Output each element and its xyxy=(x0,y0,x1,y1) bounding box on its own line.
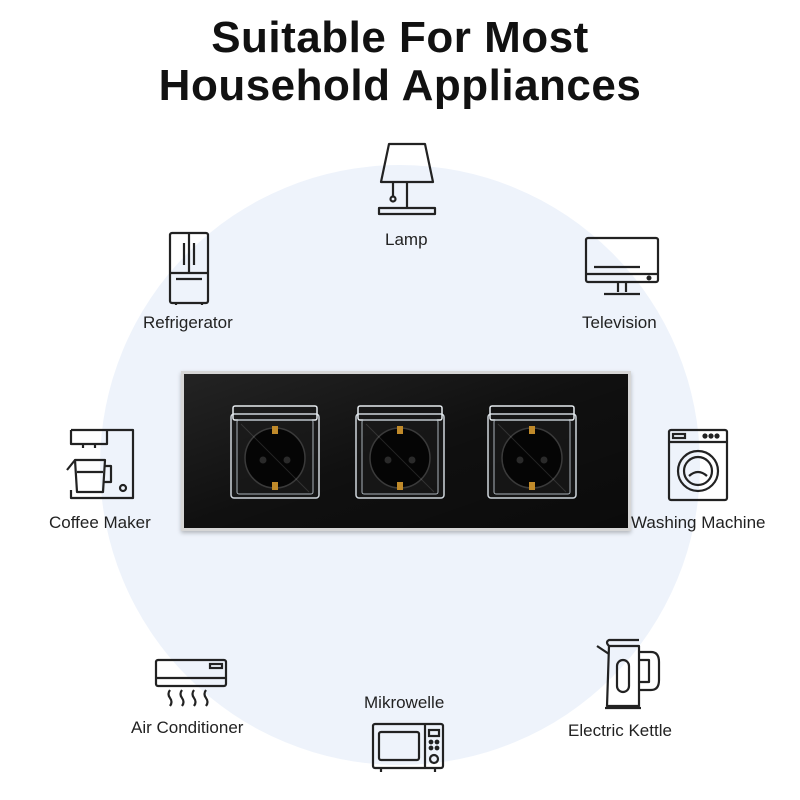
lamp-label: Lamp xyxy=(385,230,428,249)
lamp-icon xyxy=(377,142,437,216)
mikrowelle-label: Mikrowelle xyxy=(364,693,445,712)
socket-2[interactable] xyxy=(354,404,446,500)
coffee-maker-icon xyxy=(66,428,135,500)
microwave-icon xyxy=(371,722,445,772)
coffee-maker-label: Coffee Maker xyxy=(49,513,151,532)
title-line-2: Household Appliances xyxy=(158,61,642,110)
washing-machine-icon xyxy=(667,428,729,502)
triple-socket-panel xyxy=(181,371,631,531)
refrigerator-label: Refrigerator xyxy=(143,313,233,332)
television-icon xyxy=(584,236,660,296)
electric-kettle-icon xyxy=(596,638,661,710)
air-conditioner-label: Air Conditioner xyxy=(131,718,244,737)
television-label: Television xyxy=(582,313,657,332)
air-conditioner-icon xyxy=(154,658,228,707)
page-title: Suitable For Most Household Appliances xyxy=(0,14,800,110)
refrigerator-icon xyxy=(168,231,210,305)
title-line-1: Suitable For Most xyxy=(211,13,589,62)
electric-kettle-label: Electric Kettle xyxy=(568,721,672,740)
washing-machine-label: Washing Machine xyxy=(631,513,766,532)
socket-1[interactable] xyxy=(229,404,321,500)
socket-3[interactable] xyxy=(486,404,578,500)
